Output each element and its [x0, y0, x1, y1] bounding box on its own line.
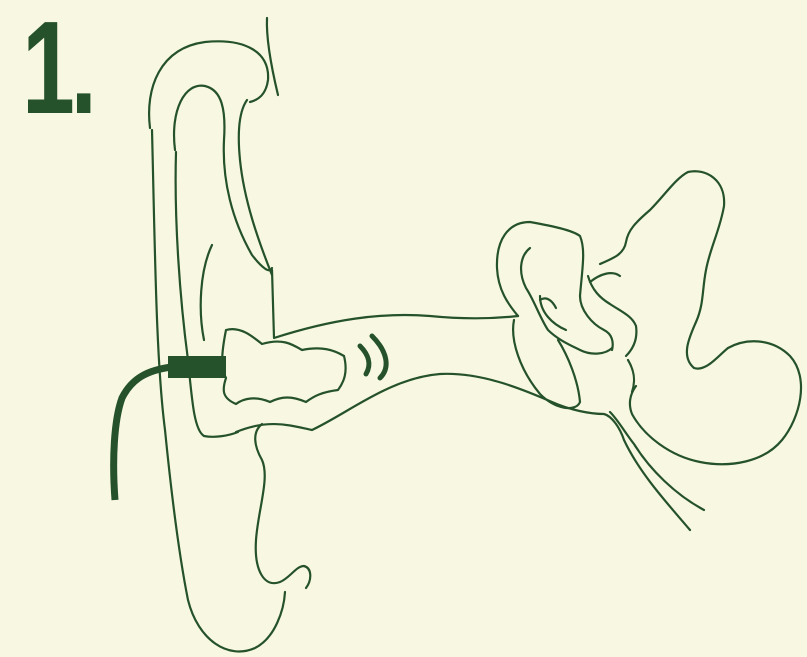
sound-waves [360, 336, 386, 378]
ear-canal [236, 270, 704, 530]
middle-ear [497, 222, 613, 408]
probe-cable [114, 367, 172, 500]
earplug-foam-tip [222, 329, 345, 404]
inner-ear-cochlea [588, 171, 801, 464]
probe-connector [168, 356, 226, 378]
